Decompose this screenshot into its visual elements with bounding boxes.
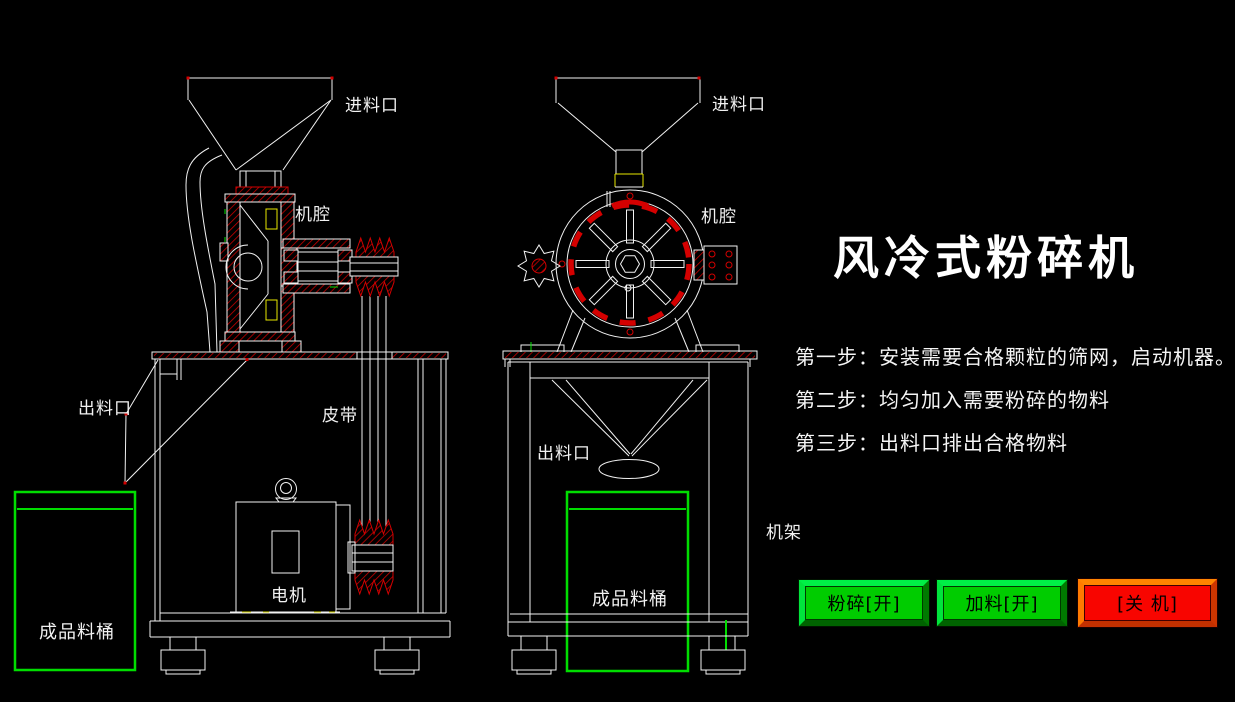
feed-on-button-label: 加料[开] (943, 586, 1061, 620)
crush-on-button-label: 粉碎[开] (805, 586, 923, 620)
feed-on-button[interactable]: 加料[开] (936, 579, 1068, 627)
label-outlet-left: 出料口 (78, 399, 132, 419)
shutdown-button[interactable]: [关 机] (1077, 578, 1218, 628)
side-view (13, 76, 451, 675)
instruction-step-2: 第二步：均匀加入需要粉碎的物料 (795, 388, 1110, 412)
label-outlet-right: 出料口 (537, 444, 591, 464)
crush-on-button[interactable]: 粉碎[开] (798, 579, 930, 627)
feed-on-button-bevel: 加料[开] (937, 580, 1067, 626)
label-chamber-right: 机腔 (701, 207, 737, 227)
shutdown-button-bevel: [关 机] (1078, 579, 1217, 627)
label-frame: 机架 (766, 523, 802, 543)
instruction-step-1: 第一步：安装需要合格颗粒的筛网，启动机器。 (795, 345, 1235, 369)
label-product-barrel-right: 成品料桶 (592, 589, 668, 610)
label-motor: 电机 (271, 586, 307, 606)
instruction-step-3: 第三步：出料口排出合格物料 (795, 431, 1068, 455)
shutdown-button-label: [关 机] (1084, 585, 1211, 621)
label-product-barrel-left: 成品料桶 (39, 622, 115, 643)
front-view (502, 76, 758, 675)
label-chamber-left: 机腔 (295, 205, 331, 225)
page-title: 风冷式粉碎机 (833, 231, 1139, 285)
label-belt: 皮带 (322, 406, 358, 426)
crush-on-button-bevel: 粉碎[开] (799, 580, 929, 626)
label-feed-inlet-left: 进料口 (345, 96, 399, 116)
label-feed-inlet-right: 进料口 (712, 95, 766, 115)
